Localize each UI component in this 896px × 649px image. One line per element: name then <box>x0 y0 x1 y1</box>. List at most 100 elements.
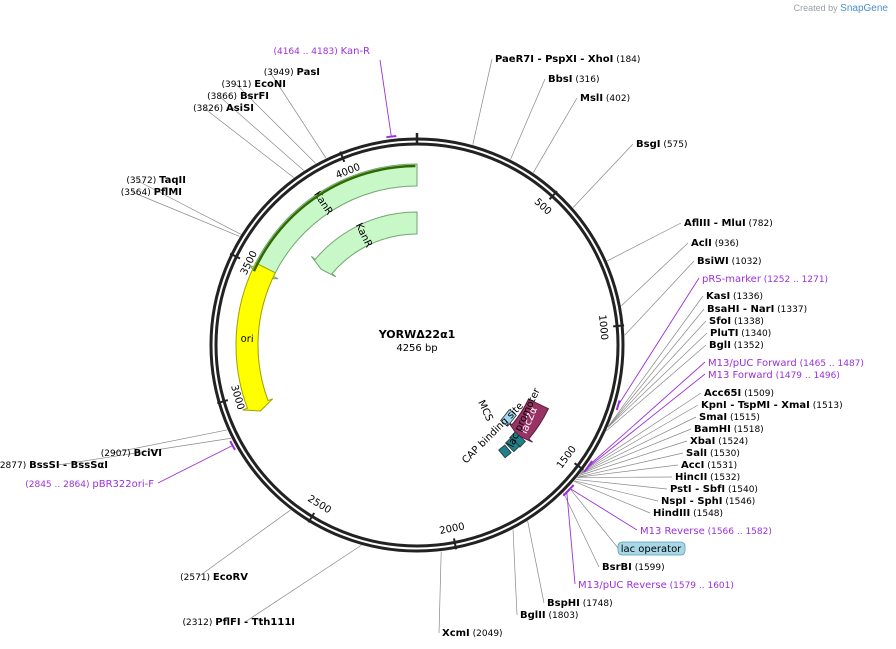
site-pos-nspi: (1546) <box>723 497 756 507</box>
site-label-acci[interactable]: AccI (1531) <box>681 460 737 471</box>
site-label-bgli[interactable]: BglI (1352) <box>709 340 764 351</box>
site-label-bamhi[interactable]: BamHI (1518) <box>694 424 764 435</box>
site-label-ecorv[interactable]: (2571) EcoRV <box>180 572 248 583</box>
primer-label-kan-r[interactable]: (4164 .. 4183) Kan-R <box>273 46 370 57</box>
site-label-afliii[interactable]: AflIII - MluI (782) <box>684 218 773 229</box>
site-label-psti[interactable]: PstI - SbfI (1540) <box>670 484 758 495</box>
primer-name-m13-puc-reverse: M13/pUC Reverse <box>578 580 667 591</box>
site-label-hincii[interactable]: HincII (1532) <box>675 472 740 483</box>
site-name-paer7i: PaeR7I <box>495 54 534 65</box>
primer-mark-m13-forward <box>583 463 592 473</box>
site-pos-msli: (402) <box>603 94 630 104</box>
site-name-econi: EcoNI <box>254 79 286 90</box>
site-pos-taqii: (3572) <box>126 176 159 186</box>
site-label-bsphi[interactable]: BspHI (1748) <box>547 598 613 609</box>
site-extra-xhoi: - XhoI <box>577 54 614 65</box>
site-label-kpni[interactable]: KpnI - TspMI - XmaI (1513) <box>701 400 843 411</box>
primer-range-kan-r: (4164 .. 4183) <box>273 47 340 57</box>
site-name-bsrbi: BsrBI <box>602 562 632 573</box>
site-label-pluti[interactable]: PluTI (1340) <box>710 328 771 339</box>
site-leader-pluti <box>607 332 708 428</box>
tick-mark-1500 <box>573 462 584 471</box>
site-label-paer7i[interactable]: PaeR7I - PspXI - XhoI (184) <box>495 54 640 65</box>
site-label-msli[interactable]: MslI (402) <box>580 93 630 104</box>
mcs-box <box>500 409 517 427</box>
primer-label-pbr322ori-f[interactable]: (2845 .. 2864) pBR322ori-F <box>25 479 154 490</box>
feature-arrow-lacz-3 <box>507 398 550 443</box>
site-label-taqii[interactable]: (3572) TaqII <box>126 175 186 186</box>
primer-label-m13-reverse[interactable]: M13 Reverse (1566 .. 1582) <box>640 526 772 537</box>
site-label-sfoi[interactable]: SfoI (1338) <box>709 316 764 327</box>
site-label-bsssi[interactable]: (2877) BssSI - BssSαI <box>0 460 108 471</box>
site-label-nspi[interactable]: NspI - SphI (1546) <box>661 496 755 507</box>
site-label-smai[interactable]: SmaI (1515) <box>699 412 760 423</box>
site-leader-bsiwi <box>624 260 695 336</box>
plasmid-name: YORWΔ22α1 <box>378 328 456 341</box>
primer-range-m13-reverse: (1566 .. 1582) <box>705 527 772 537</box>
site-label-hindiii[interactable]: HindIII (1548) <box>653 508 723 519</box>
site-name-taqii: TaqII <box>159 175 186 186</box>
site-label-bsgi[interactable]: BsgI (575) <box>636 139 688 150</box>
primer-range-pbr322ori-f: (2845 .. 2864) <box>25 480 92 490</box>
site-leader-nspi <box>574 480 659 502</box>
site-leader-taqii <box>135 179 242 235</box>
site-pos-bcivi: (2907) <box>101 449 134 459</box>
site-name-bsrfi: BsrFI <box>240 91 269 102</box>
site-name-xbai: XbaI <box>690 436 715 447</box>
tick-mark-2500 <box>307 512 316 523</box>
site-label-kasi[interactable]: KasI (1336) <box>706 291 763 302</box>
primer-label-m13-puc-reverse[interactable]: M13/pUC Reverse (1579 .. 1601) <box>578 580 734 591</box>
site-label-bsahi[interactable]: BsaHI - NarI (1337) <box>707 304 807 315</box>
primer-label-prs-marker[interactable]: pRS-marker (1252 .. 1271) <box>702 274 828 285</box>
site-leader-pasi <box>269 71 327 159</box>
site-pos-bgli: (1352) <box>731 341 764 351</box>
site-label-xbai[interactable]: XbaI (1524) <box>690 436 748 447</box>
site-name-msli: MslI <box>580 93 603 104</box>
site-pos-hindiii: (1548) <box>690 509 723 519</box>
site-label-bsrbi[interactable]: BsrBI (1599) <box>602 562 665 573</box>
site-extra-pspxi: - PspXI <box>534 54 577 65</box>
primer-label-m13-forward[interactable]: M13 Forward (1479 .. 1496) <box>708 370 840 381</box>
site-leader-afliii <box>607 222 682 262</box>
site-leader-pflmi <box>131 191 240 237</box>
site-leader-bbsi <box>510 78 546 160</box>
cap-site-box <box>498 444 512 459</box>
site-label-econi[interactable]: (3911) EcoNI <box>221 79 286 90</box>
site-pos-pasi: (3949) <box>264 68 297 78</box>
site-name-bsgi: BsgI <box>636 139 660 150</box>
site-label-pflfi[interactable]: (2312) PflFI - Tth111I <box>182 617 295 628</box>
site-name-smai: SmaI <box>699 412 727 423</box>
site-label-sali[interactable]: SalI (1530) <box>686 448 740 459</box>
site-leader-psti <box>575 479 668 490</box>
site-label-acli[interactable]: AclI (936) <box>691 238 739 249</box>
site-label-bcivi[interactable]: (2907) BciVI <box>101 448 162 459</box>
primer-range-m13-forward: (1479 .. 1496) <box>773 371 840 381</box>
site-label-xcmi[interactable]: XcmI (2049) <box>442 628 503 639</box>
primer-leader-prs-marker <box>617 277 700 406</box>
primer-name-m13-forward: M13 Forward <box>708 370 773 381</box>
site-label-acc65i[interactable]: Acc65I (1509) <box>704 388 774 399</box>
site-label-bbsi[interactable]: BbsI (316) <box>548 74 600 85</box>
lac-operator-badge[interactable]: lac operator <box>617 541 686 556</box>
site-label-bsrfi[interactable]: (3866) BsrFI <box>207 91 269 102</box>
site-label-bsiwi[interactable]: BsiWI (1032) <box>697 256 762 267</box>
tick-mark-4000 <box>339 151 346 163</box>
kanr-primer-highlight <box>252 164 416 272</box>
site-pos-pflfi: (2312) <box>182 618 215 628</box>
site-name-hincii: HincII <box>675 472 707 483</box>
site-label-asisi[interactable]: (3826) AsiSI <box>193 103 254 114</box>
primer-leader-pbr322ori-f <box>157 445 233 484</box>
primer-label-m13-puc-forward[interactable]: M13/pUC Forward (1465 .. 1487) <box>708 358 864 369</box>
site-label-pasi[interactable]: (3949) PasI <box>264 67 320 78</box>
site-name-afliii: AflIII <box>684 218 710 229</box>
site-leader-sali <box>577 452 684 478</box>
credit-prefix: Created by <box>793 3 838 13</box>
site-label-pflmi[interactable]: (3564) PflMI <box>121 187 182 198</box>
site-pos-bsiwi: (1032) <box>729 257 762 267</box>
primer-name-kan-r: Kan-R <box>341 46 370 57</box>
site-leader-paer7i <box>472 58 493 145</box>
site-leader-bsgi <box>572 143 634 208</box>
site-label-bglii[interactable]: BglII (1803) <box>520 610 578 621</box>
